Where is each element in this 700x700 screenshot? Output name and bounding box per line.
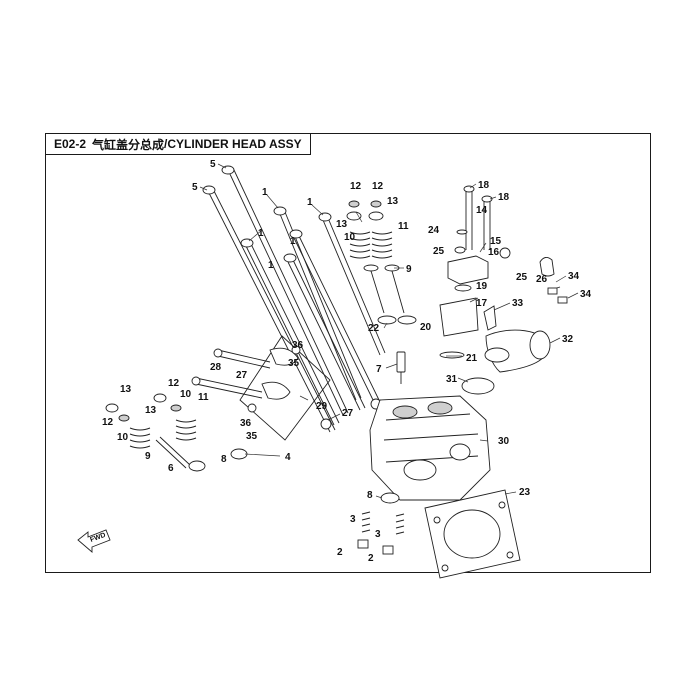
studs-and-nuts [357,492,405,555]
callout: 13 [336,219,348,230]
callout: 13 [120,384,132,395]
callout: 14 [476,205,488,216]
callout: 18 [498,192,510,203]
spark-plug [396,351,406,384]
callout: 33 [512,298,524,309]
callout: 5 [210,159,216,170]
callout: 19 [476,281,488,292]
callout: 27 [236,370,248,381]
callout: 32 [562,334,574,345]
callout: 12 [372,181,384,192]
callout: 12 [350,181,362,192]
callout: 1 [290,236,296,247]
callout: 25 [516,272,528,283]
callout: 11 [398,221,409,232]
callout: 1 [258,228,264,239]
callout: 1 [307,197,313,208]
callout: 36 [292,340,304,351]
sensor-fittings [499,247,568,304]
diagram-title-en: /CYLINDER HEAD ASSY [164,137,302,151]
upper-valve-train [346,200,417,325]
intake-elbow [461,305,551,395]
callout: 11 [198,392,209,403]
callout: 3 [375,529,381,540]
callout: 28 [210,362,222,373]
callout: 34 [580,289,592,300]
callout: 1 [268,260,274,271]
callout: 13 [145,405,157,416]
diagram-frame [45,133,651,573]
callout: 29 [316,401,328,412]
callout: 34 [568,271,580,282]
callout: 4 [285,452,291,463]
callout: 27 [342,408,354,419]
callout: 15 [490,236,502,247]
callout: 22 [368,323,380,334]
callout: 8 [221,454,227,465]
callout: 6 [168,463,174,474]
callout: 35 [288,358,300,369]
callout: 31 [446,374,458,385]
callout: 12 [168,378,180,389]
callout: 23 [519,487,531,498]
callout: 26 [536,274,548,285]
callout: 17 [476,298,488,309]
callout: 2 [368,553,374,564]
callout: 25 [433,246,445,257]
callout: 12 [102,417,114,428]
callout: 7 [376,364,382,375]
head-gasket [424,489,521,579]
callout-numbers: 5 5 1 1 1 1 12 12 13 13 10 11 9 22 7 18 … [102,159,592,564]
callout: 20 [420,322,432,333]
callout: 1 [262,187,268,198]
diagram-title: E02-2 气缸盖分总成/CYLINDER HEAD ASSY [45,133,311,155]
callout: 18 [478,180,490,191]
cylinder-head [369,395,491,501]
fwd-arrow-icon: FWD [77,529,111,553]
callout: 9 [145,451,151,462]
callout: 10 [180,389,192,400]
callout: 16 [488,247,500,258]
diagram-title-cn: 气缸盖分总成 [92,137,165,152]
callout: 13 [387,196,399,207]
inlet-pipe-assembly [439,185,493,359]
lower-valve-train [105,393,248,472]
callout: 36 [240,418,252,429]
callout: 8 [367,490,373,501]
diagram-code: E02-2 [54,137,87,151]
callout: 10 [117,432,129,443]
callout: 21 [466,353,478,364]
callout: 5 [192,182,198,193]
callout: 30 [498,436,510,447]
callout: 9 [406,264,412,275]
callout: 3 [350,514,356,525]
callout: 35 [246,431,258,442]
callout: 10 [344,232,356,243]
rocker-arm-assembly [191,335,382,441]
leader-lines [199,163,579,499]
callout: 24 [428,225,440,236]
callout: 2 [337,547,343,558]
